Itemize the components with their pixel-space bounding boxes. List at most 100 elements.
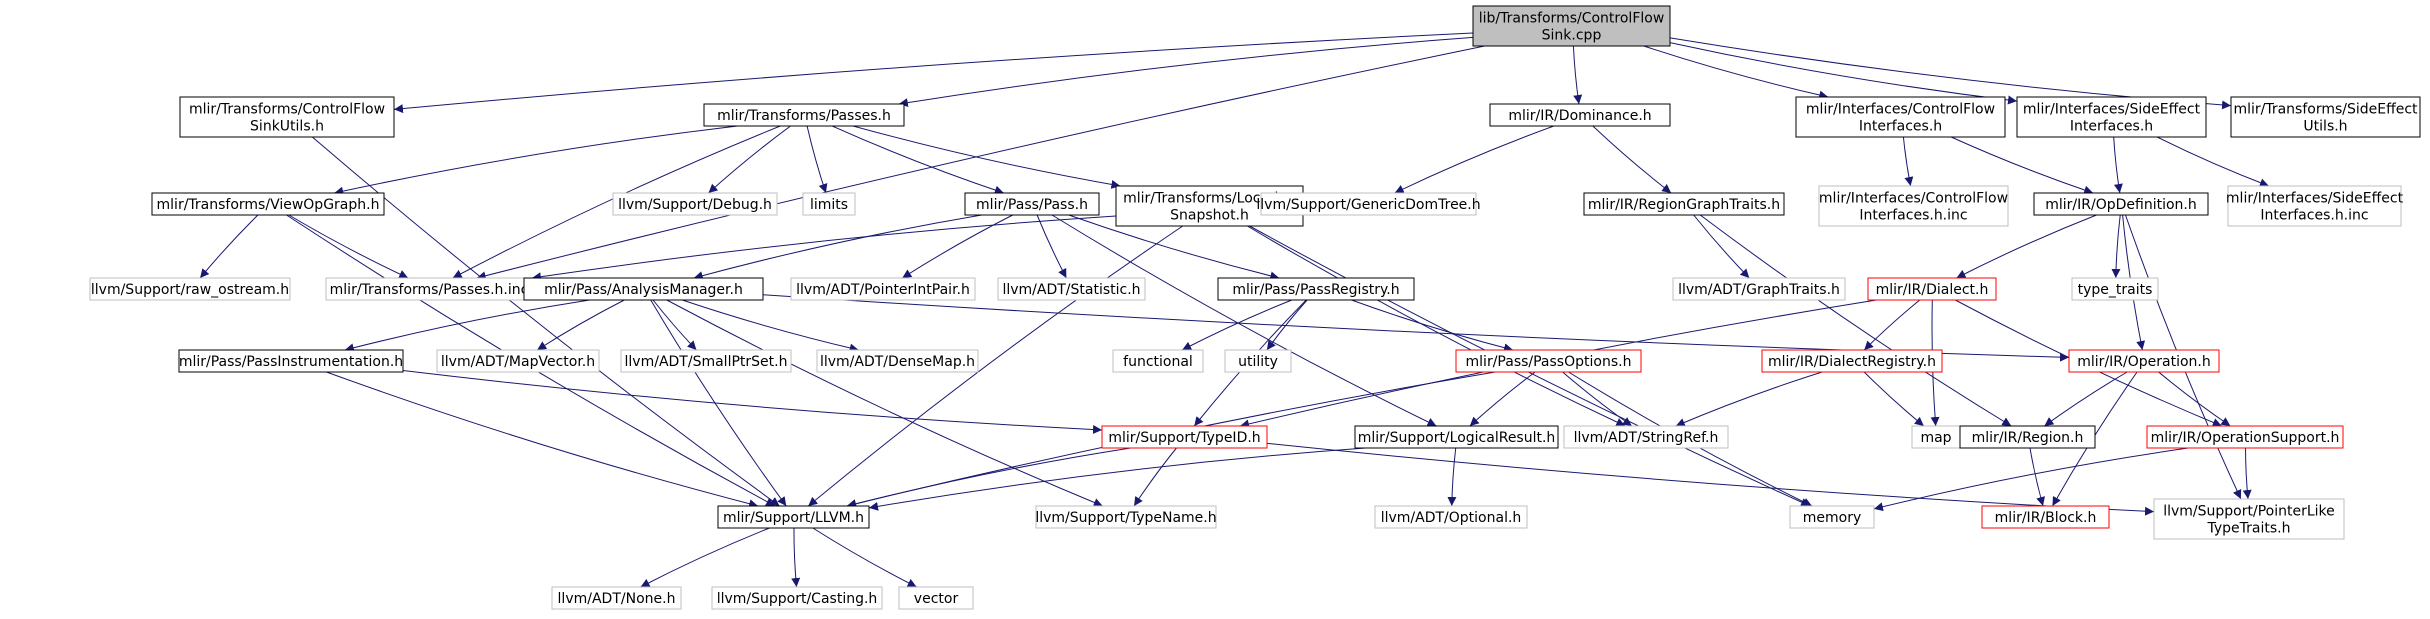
node-vector[interactable]: vector	[898, 586, 974, 610]
node-typename[interactable]: llvm/Support/TypeName.h	[1035, 505, 1217, 529]
node-label: mlir/IR/OperationSupport.h	[2151, 430, 2340, 446]
node-none[interactable]: llvm/ADT/None.h	[551, 586, 682, 610]
node-passes[interactable]: mlir/Transforms/Passes.h	[703, 103, 905, 127]
node-label: llvm/ADT/Statistic.h	[1002, 282, 1140, 298]
node-typeid[interactable]: mlir/Support/TypeID.h	[1101, 425, 1268, 449]
edge-llvmh-to-none	[640, 527, 770, 588]
node-box	[964, 192, 1100, 216]
edge-seinterfaces-to-opdef	[2113, 136, 2123, 194]
node-opdef[interactable]: mlir/IR/OpDefinition.h	[2033, 192, 2209, 216]
node-optional[interactable]: llvm/ADT/Optional.h	[1374, 505, 1528, 529]
node-label: lib/Transforms/ControlFlow	[1479, 11, 1665, 27]
node-seinc[interactable]: mlir/Interfaces/SideEffectInterfaces.h.i…	[2226, 185, 2404, 227]
edge-locsnap-to-llvmh	[807, 225, 1184, 507]
node-logicalresult[interactable]: mlir/Support/LogicalResult.h	[1354, 425, 1559, 449]
node-box	[551, 586, 682, 610]
node-smallptrset[interactable]: llvm/ADT/SmallPtrSet.h	[620, 349, 792, 373]
node-region[interactable]: mlir/IR/Region.h	[1959, 425, 2096, 449]
node-viewopgraph[interactable]: mlir/Transforms/ViewOpGraph.h	[151, 192, 385, 216]
node-rawostream[interactable]: llvm/Support/raw_ostream.h	[89, 277, 291, 301]
node-label: llvm/ADT/DenseMap.h	[820, 354, 975, 370]
node-label: type_traits	[2078, 282, 2153, 298]
node-cfinc[interactable]: mlir/Interfaces/ControlFlowInterfaces.h.…	[1818, 185, 2009, 227]
node-statistic[interactable]: llvm/ADT/Statistic.h	[997, 277, 1146, 301]
node-opsupport[interactable]: mlir/IR/OperationSupport.h	[2146, 425, 2344, 449]
node-passregistry[interactable]: mlir/Pass/PassRegistry.h	[1217, 277, 1415, 301]
edge-regiongraph-to-region	[1699, 214, 2012, 427]
edges-layer	[199, 32, 2270, 588]
node-typetraits[interactable]: type_traits	[2071, 277, 2159, 301]
node-block[interactable]: mlir/IR/Block.h	[1981, 505, 2110, 529]
node-limits[interactable]: limits	[802, 192, 856, 216]
node-box	[2230, 96, 2421, 138]
node-passinstr[interactable]: mlir/Pass/PassInstrumentation.h	[178, 349, 404, 373]
node-densemap[interactable]: llvm/ADT/DenseMap.h	[816, 349, 979, 373]
node-label: llvm/ADT/StringRef.h	[1574, 430, 1719, 446]
edge-operation-to-opsupport	[2158, 371, 2231, 427]
node-debug[interactable]: llvm/Support/Debug.h	[612, 192, 778, 216]
node-label: mlir/Interfaces/ControlFlow	[1806, 102, 1995, 118]
edge-passh-to-passregistry	[1068, 214, 1280, 281]
node-box	[1583, 192, 1785, 216]
edge-opsupport-to-ptrliketraits	[2242, 447, 2252, 500]
node-passesinc[interactable]: mlir/Transforms/Passes.h.inc	[325, 277, 533, 301]
node-box	[179, 96, 395, 138]
node-dialectreg[interactable]: mlir/IR/DialectRegistry.h	[1761, 349, 1943, 373]
node-label: functional	[1123, 354, 1193, 370]
node-passoptions[interactable]: mlir/Pass/PassOptions.h	[1455, 349, 1642, 373]
node-dominance[interactable]: mlir/IR/Dominance.h	[1489, 103, 1671, 127]
node-label: mlir/Pass/PassInstrumentation.h	[179, 354, 403, 370]
node-ptrintpair[interactable]: llvm/ADT/PointerIntPair.h	[790, 277, 976, 301]
node-utility[interactable]: utility	[1224, 349, 1292, 373]
node-stringref[interactable]: llvm/ADT/StringRef.h	[1563, 425, 1729, 449]
node-functional[interactable]: functional	[1112, 349, 1204, 373]
node-label: mlir/Pass/Pass.h	[976, 197, 1088, 213]
edge-analysismgr-to-llvmh	[650, 299, 787, 507]
edge-analysismgr-to-mapvector	[536, 299, 625, 351]
node-memory[interactable]: memory	[1789, 505, 1875, 529]
edge-typeid-to-ptrliketraits	[1266, 442, 2155, 516]
node-box	[1101, 425, 1268, 449]
edge-cfinterfaces-to-cfinc	[1902, 136, 1914, 187]
node-label: llvm/ADT/MapVector.h	[441, 354, 595, 370]
edge-cfsinkutils-to-llvmh	[311, 136, 780, 507]
node-label: llvm/ADT/PointerIntPair.h	[796, 282, 970, 298]
edge-passh-to-ptrintpair	[902, 214, 1013, 279]
node-box	[1789, 505, 1875, 529]
edge-passes-to-locsnap	[852, 125, 1121, 189]
node-label: mlir/Interfaces/SideEffect	[2023, 102, 2201, 118]
node-box	[1455, 349, 1642, 373]
node-graphtraits[interactable]: llvm/ADT/GraphTraits.h	[1672, 277, 1846, 301]
edge-root-to-passes	[898, 36, 1474, 108]
node-llvmh[interactable]: mlir/Support/LLVM.h	[717, 505, 870, 529]
edge-passes-to-viewopgraph	[334, 125, 738, 196]
node-label: mlir/Transforms/Location	[1123, 191, 1296, 207]
node-operation[interactable]: mlir/IR/Operation.h	[2068, 349, 2220, 373]
node-label: llvm/Support/Debug.h	[618, 197, 772, 213]
node-dialect[interactable]: mlir/IR/Dialect.h	[1867, 277, 1997, 301]
node-analysismgr[interactable]: mlir/Pass/AnalysisManager.h	[523, 277, 764, 301]
node-passh[interactable]: mlir/Pass/Pass.h	[964, 192, 1100, 216]
node-label: llvm/Support/TypeName.h	[1035, 510, 1216, 526]
node-box	[151, 192, 385, 216]
node-label: Snapshot.h	[1170, 208, 1249, 224]
node-gendomtree[interactable]: llvm/Support/GenericDomTree.h	[1256, 192, 1481, 216]
node-label: mlir/Pass/AnalysisManager.h	[544, 282, 743, 298]
node-mapvector[interactable]: llvm/ADT/MapVector.h	[436, 349, 600, 373]
node-map[interactable]: map	[1911, 425, 1961, 449]
node-casting[interactable]: llvm/Support/Casting.h	[711, 586, 883, 610]
node-box	[898, 586, 974, 610]
node-label: mlir/Interfaces/ControlFlow	[1819, 191, 2008, 207]
node-label: mlir/IR/DialectRegistry.h	[1768, 354, 1936, 370]
edge-passregistry-to-utility	[1266, 299, 1308, 351]
edge-logicalresult-to-optional	[1447, 447, 1457, 507]
node-regiongraph[interactable]: mlir/IR/RegionGraphTraits.h	[1583, 192, 1785, 216]
node-box	[1374, 505, 1528, 529]
node-box	[1472, 5, 1671, 47]
